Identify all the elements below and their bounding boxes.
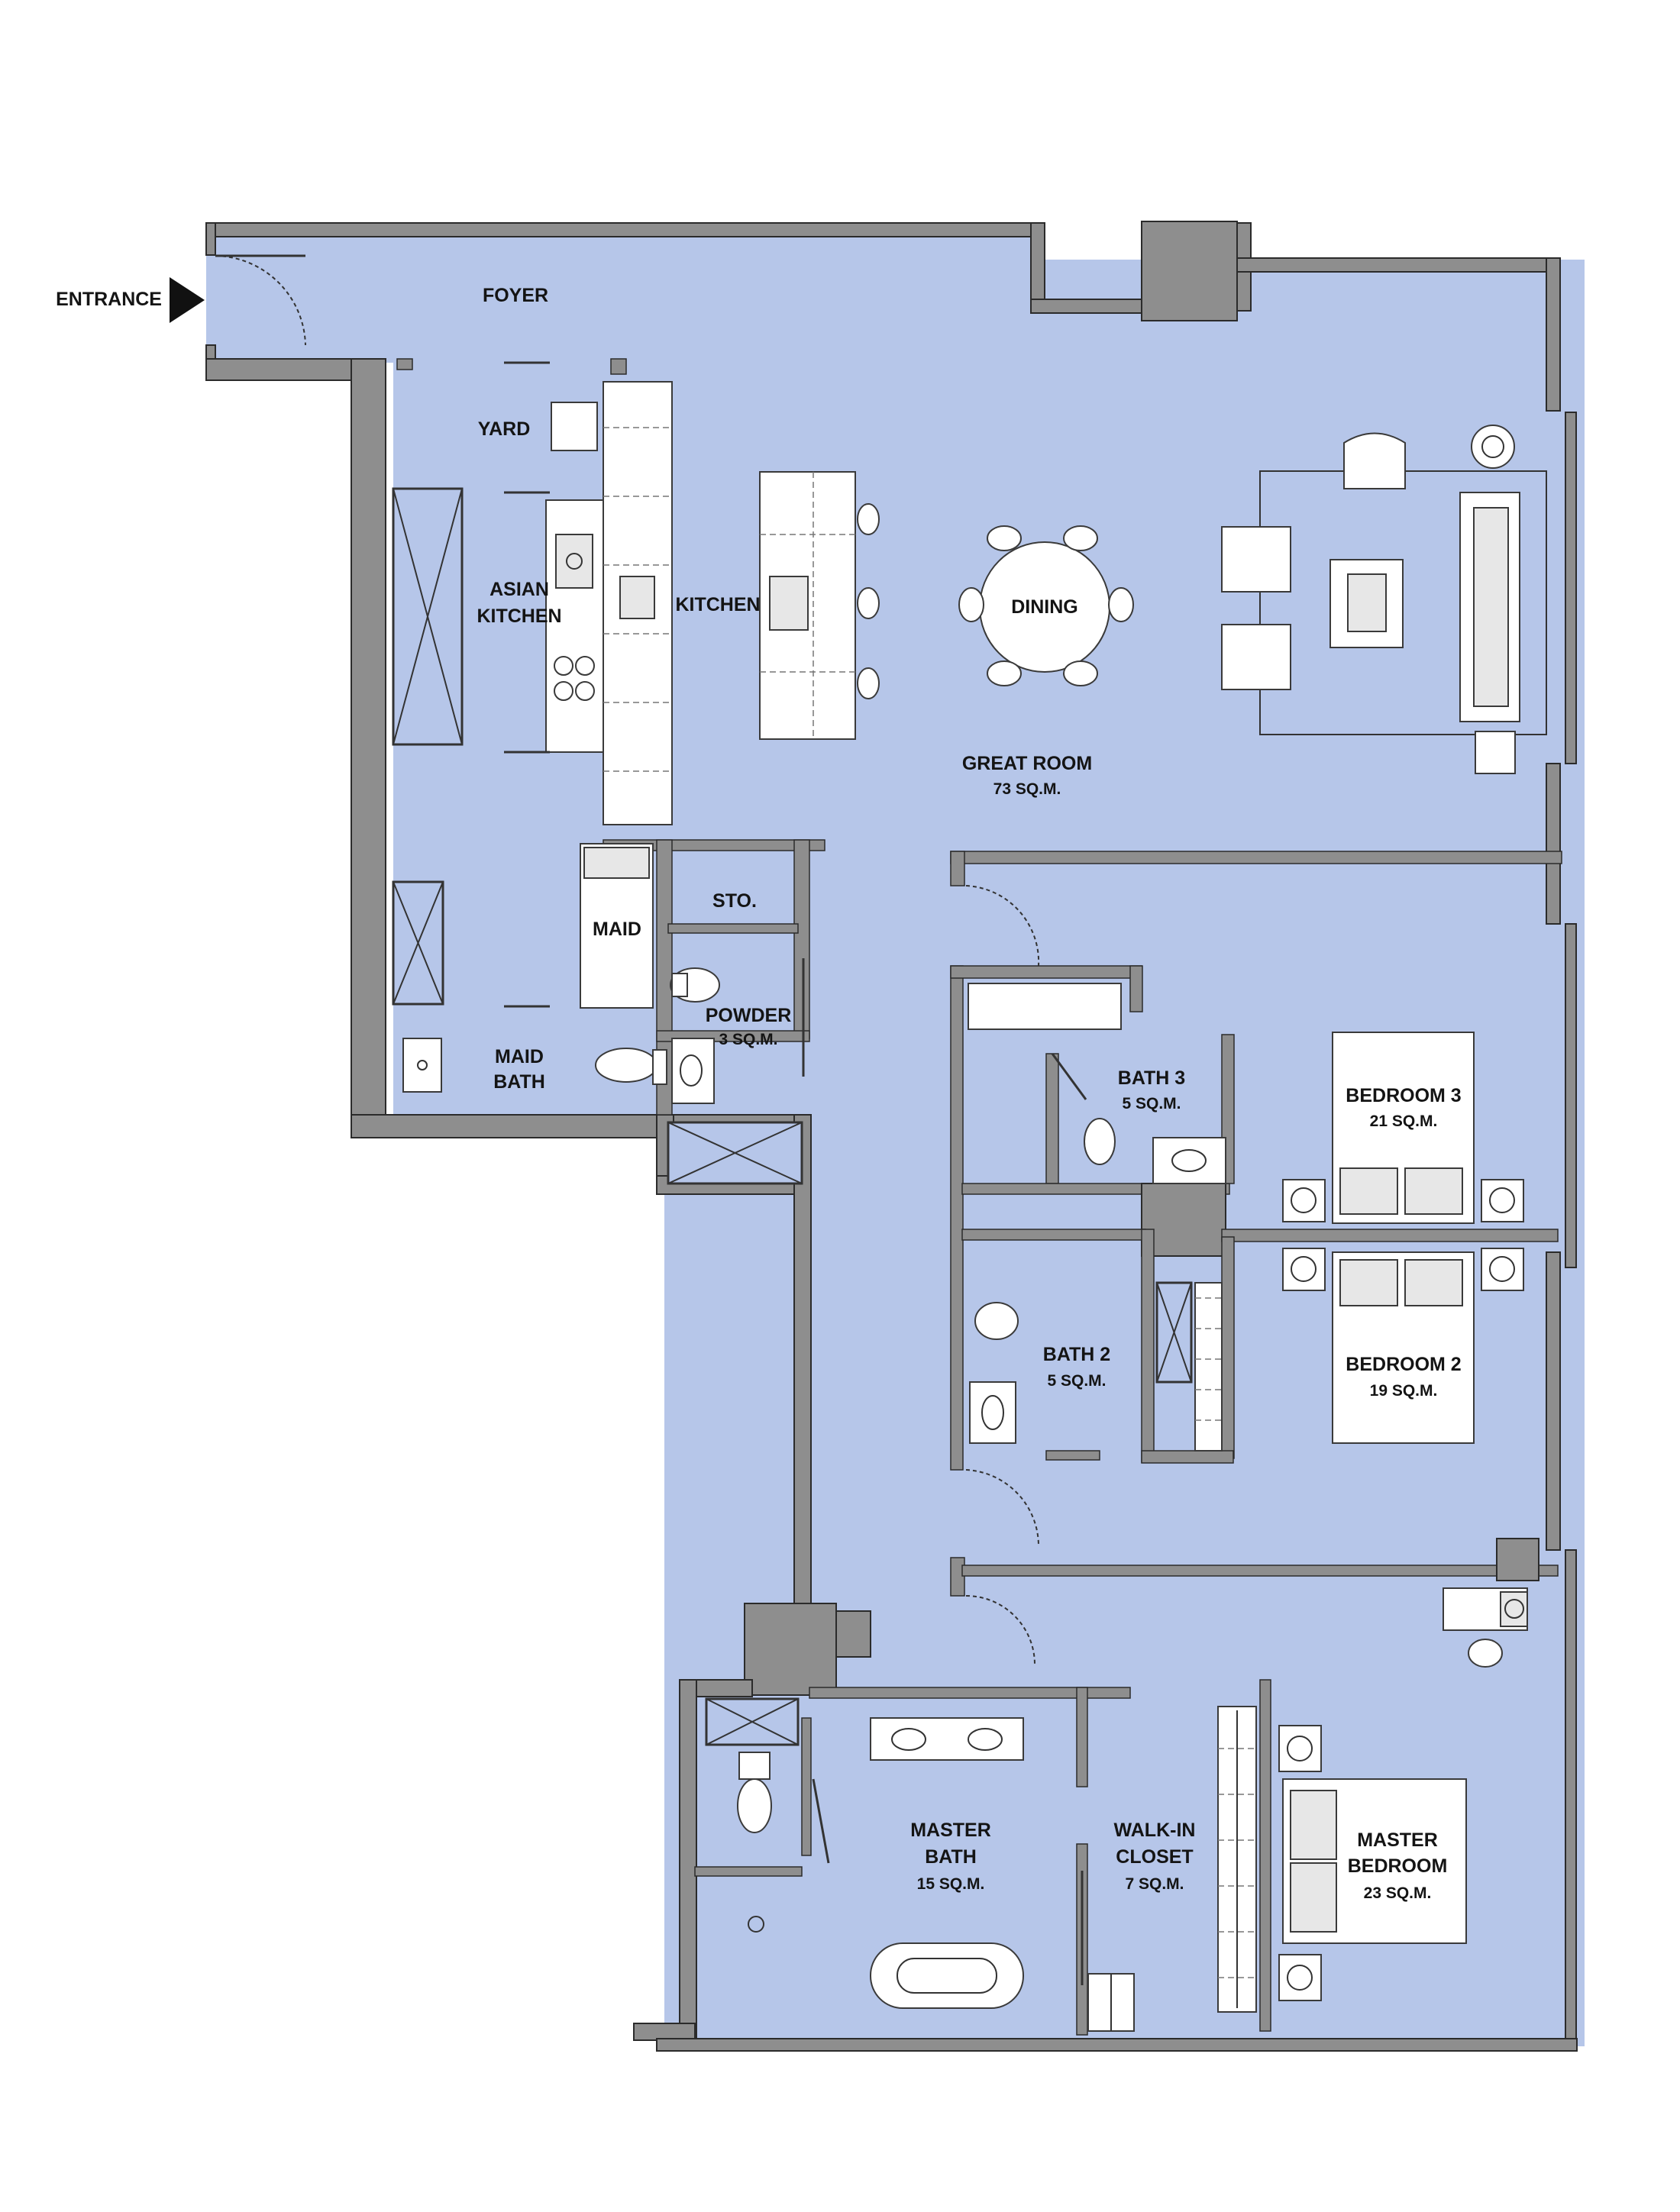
great-room-area: 73 SQ.M. — [993, 780, 1061, 798]
labels: ENTRANCE FOYER YARD ASIAN KITCHEN KITCHE… — [56, 285, 1462, 1902]
master-bath-label-2: BATH — [925, 1846, 977, 1868]
walls — [205, 221, 1578, 2052]
entrance-label: ENTRANCE — [56, 289, 162, 310]
service-fixtures — [392, 361, 880, 1746]
bedroom2-area: 19 SQ.M. — [1370, 1382, 1438, 1400]
closet-label-2: CLOSET — [1116, 1846, 1193, 1868]
master-bath-area: 15 SQ.M. — [917, 1875, 985, 1893]
maid-bath-label-2: BATH — [493, 1071, 545, 1093]
dining-label: DINING — [1011, 596, 1078, 618]
foyer-label: FOYER — [483, 285, 548, 306]
asian-kitchen-label-1: ASIAN — [489, 579, 549, 600]
bedroom2-label: BEDROOM 2 — [1346, 1354, 1461, 1375]
entrance-arrow-icon — [170, 277, 205, 323]
bedroom3-label: BEDROOM 3 — [1346, 1085, 1461, 1106]
master-bedroom-label-2: BEDROOM — [1348, 1855, 1448, 1877]
great-room-label: GREAT ROOM — [962, 753, 1092, 774]
entrance-door — [215, 254, 306, 346]
living-furniture — [958, 425, 1547, 774]
powder-area: 3 SQ.M. — [719, 1031, 777, 1048]
bath2-label: BATH 2 — [1043, 1344, 1110, 1365]
bath3-area: 5 SQ.M. — [1122, 1095, 1181, 1112]
master-bath-label-1: MASTER — [910, 1820, 991, 1841]
powder-label: POWDER — [706, 1005, 792, 1026]
bath2-area: 5 SQ.M. — [1047, 1372, 1106, 1390]
asian-kitchen-label-2: KITCHEN — [477, 605, 561, 627]
maid-label: MAID — [593, 919, 641, 940]
master-bedroom-label-1: MASTER — [1357, 1829, 1438, 1851]
bath3-label: BATH 3 — [1118, 1067, 1185, 1089]
bedroom-furniture — [965, 885, 1539, 2013]
yard-label: YARD — [478, 418, 531, 440]
master-bath-fixtures — [737, 1717, 1135, 2032]
closet-area: 7 SQ.M. — [1125, 1875, 1184, 1893]
storage-label: STO. — [712, 890, 757, 912]
closet-label-1: WALK-IN — [1114, 1820, 1196, 1841]
bedroom3-area: 21 SQ.M. — [1370, 1112, 1438, 1130]
master-bedroom-area: 23 SQ.M. — [1364, 1884, 1432, 1902]
kitchen-label: KITCHEN — [675, 594, 760, 615]
maid-bath-label-1: MAID — [495, 1046, 544, 1067]
